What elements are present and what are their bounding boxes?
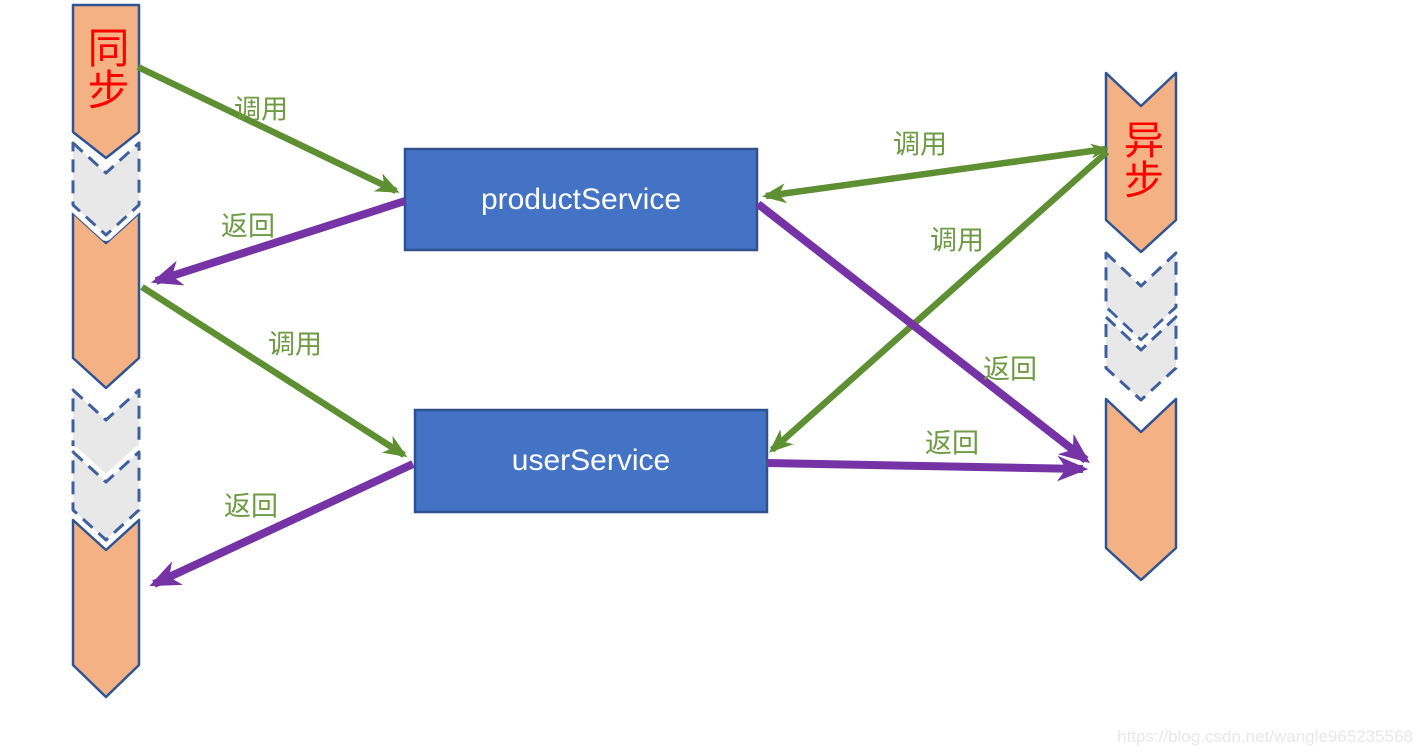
async-actor-label: 异步 xyxy=(1118,119,1162,199)
product-service-label: productService xyxy=(480,182,682,216)
arrow-label-return-product-sync: 返回 xyxy=(221,211,275,242)
arrow-label-call-async-user: 调用 xyxy=(930,225,984,256)
product-service-box xyxy=(403,147,759,252)
arrow-label-call-sync-product: 调用 xyxy=(234,94,288,125)
sync-lane-segment-middle xyxy=(71,211,141,390)
arrow-label-return-user-sync: 返回 xyxy=(224,491,278,522)
sync-skip-chevron-1 xyxy=(67,137,145,241)
sync-lane-segment-bottom xyxy=(71,518,141,699)
async-skip-chevron-2 xyxy=(1100,311,1182,406)
sync-timeline-lane xyxy=(67,3,145,699)
sync-actor-label: 同步 xyxy=(82,26,129,110)
return-arrow-user-to-async xyxy=(766,455,1089,482)
sync-skip-chevron-3 xyxy=(67,446,145,546)
user-service-label: userService xyxy=(511,444,671,477)
sync-lane-segment-top xyxy=(71,3,141,160)
call-arrow-async-to-user xyxy=(769,149,1110,453)
user-service-box xyxy=(413,408,769,514)
arrow-label-return-user-async: 返回 xyxy=(925,428,979,459)
call-arrow-sync-to-product xyxy=(136,64,400,194)
async-lane-segment-top xyxy=(1104,71,1178,254)
async-timeline-lane xyxy=(1100,71,1182,582)
arrow-label-return-product-async: 返回 xyxy=(983,354,1037,385)
return-arrow-product-to-async xyxy=(755,200,1091,464)
arrow-label-call-sync-user: 调用 xyxy=(268,329,322,360)
async-skip-chevron-1 xyxy=(1100,247,1182,346)
return-arrow-product-to-sync xyxy=(151,197,407,286)
return-arrow-user-to-sync xyxy=(149,460,415,588)
call-arrow-sync-to-user xyxy=(140,284,408,458)
arrow-label-call-async-product: 调用 xyxy=(893,129,947,160)
call-arrow-async-to-product xyxy=(762,143,1109,204)
watermark-url: https://blog.csdn.net/wangle965235568 xyxy=(1117,727,1413,746)
async-lane-segment-bottom xyxy=(1104,397,1178,582)
